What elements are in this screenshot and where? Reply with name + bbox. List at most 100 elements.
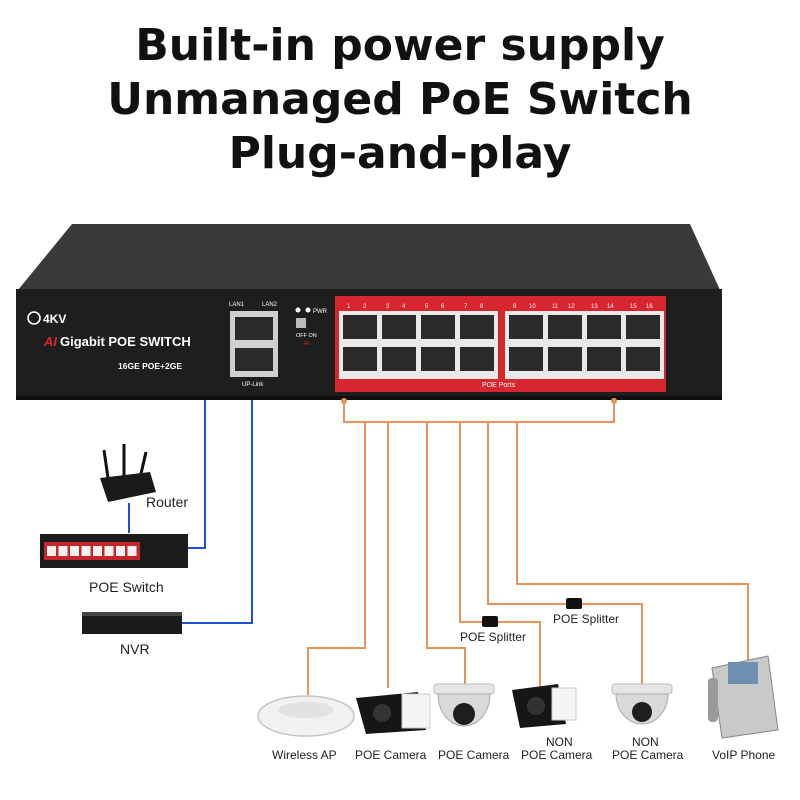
spec-label: 16GE POE+2GE xyxy=(118,361,182,371)
title-line-2: Unmanaged PoE Switch xyxy=(107,74,693,125)
splitter-right-label: POE Splitter xyxy=(553,612,619,626)
router-label: Router xyxy=(146,494,188,510)
poe-splitter-right: POE Splitter xyxy=(553,598,619,626)
small-switch-port xyxy=(93,546,102,556)
nvr-top-edge xyxy=(82,612,182,616)
poe-port-13[interactable] xyxy=(587,315,621,339)
splitter-left-icon xyxy=(482,616,498,627)
port-number-label: 14 xyxy=(607,304,614,310)
model-prefix: AI xyxy=(43,334,57,349)
pwr-led-icon xyxy=(295,307,301,313)
poe-splitter-left: POE Splitter xyxy=(460,616,526,644)
port-number-label: 12 xyxy=(568,304,575,310)
camera-lens-icon xyxy=(373,704,391,722)
wire-to-poe-switch xyxy=(185,400,206,549)
small-switch-port xyxy=(70,546,79,556)
wireless-ap-top xyxy=(278,702,334,718)
poe-port-2[interactable] xyxy=(343,347,377,371)
port-number-label: 7 xyxy=(464,304,468,310)
dome-base xyxy=(433,683,495,695)
port-number-label: 11 xyxy=(552,304,559,310)
mode-toggle[interactable] xyxy=(296,318,306,328)
port-number-label: 1 xyxy=(347,304,351,310)
poe-port-9[interactable] xyxy=(509,315,543,339)
port-number-label: 6 xyxy=(441,304,445,310)
small-switch-ports xyxy=(44,542,140,560)
wire-port-bus xyxy=(343,398,615,423)
non-poe-camera-2-label-line1: NON xyxy=(632,735,659,749)
voip-phone-label: VoIP Phone xyxy=(712,748,775,762)
voip-screen xyxy=(728,662,758,684)
poe-port-10[interactable] xyxy=(509,347,543,371)
poe-port-12[interactable] xyxy=(548,347,582,371)
non-poe-dome-lens-icon xyxy=(632,702,652,722)
non-poe-camera-2: NON POE Camera xyxy=(611,683,684,762)
poe-port-6[interactable] xyxy=(421,347,455,371)
port-number-label: 3 xyxy=(386,304,390,310)
wire-to-non-camera-2 xyxy=(487,422,643,684)
switch-bottom-edge xyxy=(16,396,722,400)
poe-switch-small: POE Switch xyxy=(40,534,188,595)
poe-port-4[interactable] xyxy=(382,347,416,371)
small-switch-port-strip xyxy=(44,542,140,560)
non-poe-camera-1: NON POE Camera xyxy=(512,684,593,762)
port-number-label: 9 xyxy=(513,304,517,310)
uplink-wires xyxy=(128,400,253,624)
poe-port-5[interactable] xyxy=(421,315,455,339)
voip-handset xyxy=(708,678,718,722)
lan1-label: LAN1 xyxy=(229,302,245,308)
splitter-left-label: POE Splitter xyxy=(460,630,526,644)
poe-port-3[interactable] xyxy=(382,315,416,339)
non-poe-camera-mount xyxy=(551,687,577,721)
port-number-label: 10 xyxy=(529,304,536,310)
uplink-port-lan2[interactable] xyxy=(235,348,273,371)
ai-label: AI xyxy=(304,341,310,347)
voip-phone: VoIP Phone xyxy=(708,655,779,762)
poe-port-16[interactable] xyxy=(626,347,660,371)
poe-camera-2-label: POE Camera xyxy=(438,748,510,762)
wire-junction-left xyxy=(341,398,347,404)
wire-junction-right xyxy=(611,398,617,404)
router-antenna-1 xyxy=(102,449,110,479)
nvr-label: NVR xyxy=(120,641,150,657)
small-switch-port xyxy=(116,546,125,556)
poe-ports-label: POE Ports xyxy=(482,382,516,389)
port-number-label: 8 xyxy=(480,304,484,310)
poe-port-15[interactable] xyxy=(626,315,660,339)
small-switch-port xyxy=(104,546,114,556)
camera-mount xyxy=(401,693,431,729)
uplink-port-lan1[interactable] xyxy=(235,317,273,340)
router-icon xyxy=(100,472,156,502)
port-number-label: 2 xyxy=(363,304,367,310)
wireless-ap: Wireless AP xyxy=(257,695,355,762)
lan2-label: LAN2 xyxy=(262,302,278,308)
title-line-1: Built-in power supply xyxy=(135,20,665,71)
small-switch-port xyxy=(127,546,137,556)
wireless-ap-label: Wireless AP xyxy=(272,748,337,762)
poe-switch-label: POE Switch xyxy=(89,579,164,595)
poe-port-11[interactable] xyxy=(548,315,582,339)
poe-port-8[interactable] xyxy=(460,347,494,371)
nvr-icon xyxy=(82,612,182,634)
wire-to-wireless-ap xyxy=(307,422,366,695)
title-line-3: Plug-and-play xyxy=(228,128,572,179)
poe-port-7[interactable] xyxy=(460,315,494,339)
poe-switch-main: 4KV AI Gigabit POE SWITCH 16GE POE+2GE L… xyxy=(16,224,722,400)
non-poe-camera-lens-icon xyxy=(527,697,545,715)
poe-wires xyxy=(307,398,749,695)
poe-camera-1-label: POE Camera xyxy=(355,748,427,762)
wire-to-voip-phone xyxy=(516,422,749,660)
poe-port-1[interactable] xyxy=(343,315,377,339)
poe-port-14[interactable] xyxy=(587,347,621,371)
non-poe-camera-1-label-line1: NON xyxy=(546,735,573,749)
nvr: NVR xyxy=(82,612,182,657)
wire-to-non-camera-1 xyxy=(459,422,541,688)
off-on-label: OFF ON xyxy=(296,333,317,339)
small-switch-port xyxy=(47,546,56,556)
port-number-label: 15 xyxy=(630,304,637,310)
port-number-label: 4 xyxy=(402,304,406,310)
port-number-label: 16 xyxy=(646,304,653,310)
non-poe-camera-2-label-line2: POE Camera xyxy=(612,748,684,762)
